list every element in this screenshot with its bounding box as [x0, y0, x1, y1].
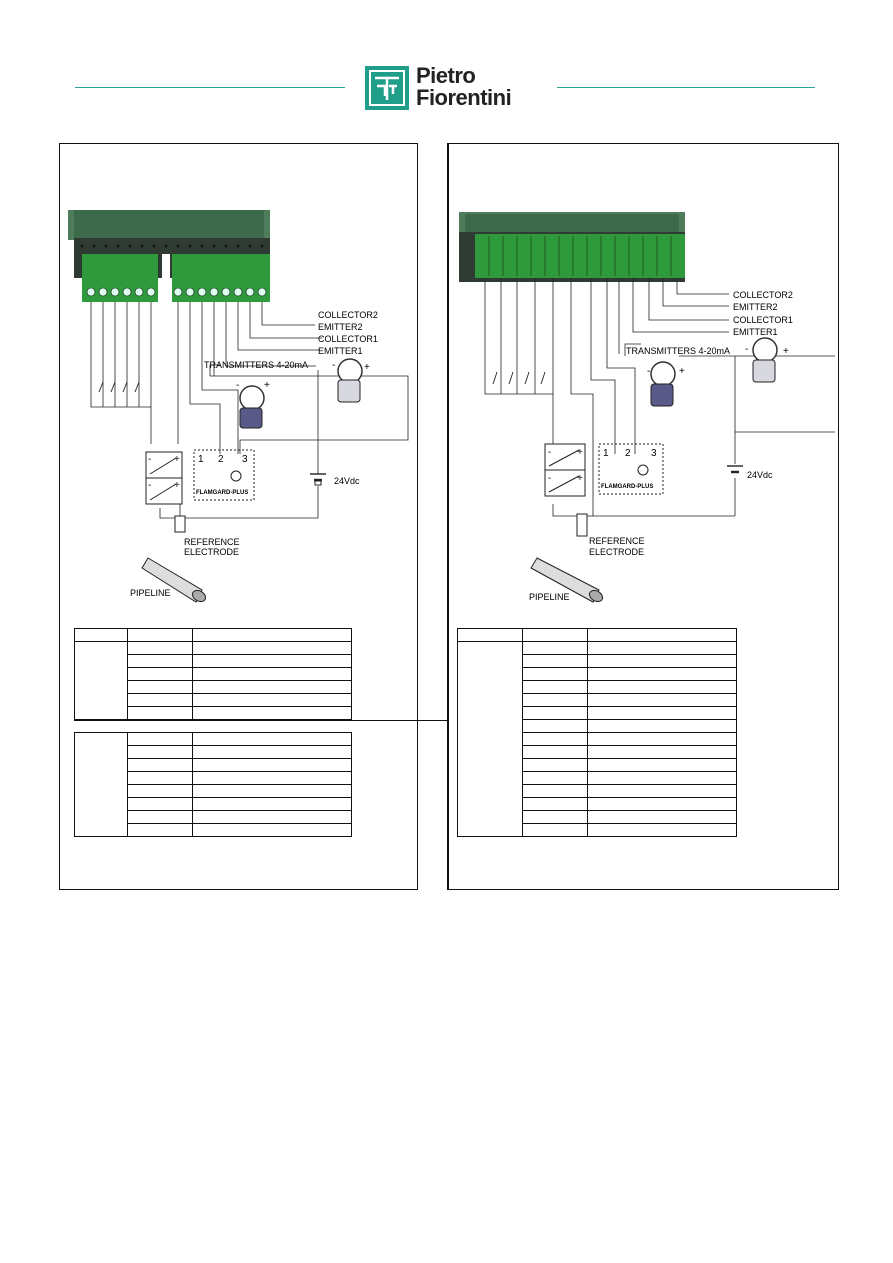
svg-text:2: 2: [218, 454, 224, 465]
table-row: [458, 667, 737, 681]
table-row: [457, 628, 737, 642]
svg-text:-: -: [332, 360, 335, 371]
svg-text:REFERENCE: REFERENCE: [589, 536, 645, 546]
right-wiring-table: [457, 628, 737, 837]
flamgard-module-box: [193, 449, 255, 501]
table-row: [74, 628, 352, 642]
pipeline-icon: [530, 557, 604, 603]
svg-text:-: -: [647, 366, 650, 377]
svg-text:EMITTER2: EMITTER2: [733, 302, 778, 312]
logo-mark-icon: [365, 66, 409, 110]
table-separator-line: [74, 720, 460, 721]
svg-text:-: -: [548, 447, 551, 458]
reference-electrode-icon: [174, 515, 186, 533]
terminal-block: [475, 234, 685, 278]
header-rule-right: [557, 87, 815, 88]
label-emitter1: EMITTER1: [318, 346, 363, 356]
transmitter-1-icon: - +: [647, 361, 685, 407]
battery-24vdc-icon: [727, 465, 743, 474]
table-row: [457, 641, 737, 837]
table-row: [74, 732, 352, 837]
svg-text:1: 1: [198, 454, 204, 465]
table-row: [75, 693, 352, 707]
svg-text:+: +: [783, 346, 789, 357]
logo-line-2: Fiorentini: [416, 85, 512, 110]
company-logo: Pietro Fiorentini: [365, 63, 535, 110]
polarization-cell-icon: - + - +: [145, 451, 183, 505]
logo-wordmark: Pietro Fiorentini: [416, 63, 512, 110]
svg-text:+: +: [679, 366, 685, 377]
svg-text:+: +: [264, 380, 270, 391]
svg-text:1: 1: [603, 448, 609, 459]
table-row: [458, 719, 737, 733]
label-emitter2: EMITTER2: [318, 322, 363, 332]
svg-text:-: -: [148, 480, 151, 491]
svg-text:+: +: [174, 454, 180, 465]
flamgard-module-box: [598, 443, 664, 495]
svg-text:24Vdc: 24Vdc: [747, 470, 773, 480]
svg-text:+: +: [364, 362, 370, 373]
table-row: [74, 641, 352, 720]
svg-text:-: -: [236, 380, 239, 391]
svg-text:3: 3: [651, 448, 657, 459]
svg-text:+: +: [577, 473, 583, 484]
svg-text:FLAMGARD-PLUS: FLAMGARD-PLUS: [601, 484, 653, 490]
transmitter-2-icon: - +: [332, 358, 370, 403]
label-collector2: COLLECTOR2: [318, 310, 378, 320]
svg-text:-: -: [548, 473, 551, 484]
logo-line-1: Pietro: [416, 63, 476, 88]
label-24vdc: 24Vdc: [334, 476, 360, 486]
left-wiring-table: [74, 628, 352, 837]
left-wiring-diagram: COLLECTOR2 EMITTER2 COLLECTOR1 EMITTER1 …: [68, 210, 409, 603]
label-transmitters: TRANSMITTERS 4-20mA: [204, 360, 308, 370]
table-row: [458, 823, 737, 837]
svg-text:-: -: [148, 454, 151, 465]
current-source-icon: [637, 464, 649, 476]
svg-text:-: -: [745, 344, 748, 355]
transmitter-2-icon: - +: [745, 337, 789, 383]
svg-text:+: +: [577, 447, 583, 458]
svg-text:COLLECTOR1: COLLECTOR1: [733, 315, 793, 325]
current-source-icon: [230, 470, 242, 482]
svg-text:3: 3: [242, 454, 248, 465]
svg-text:+: +: [174, 480, 180, 491]
table-row: [75, 706, 352, 720]
svg-text:ELECTRODE: ELECTRODE: [589, 547, 644, 557]
svg-text:EMITTER1: EMITTER1: [733, 327, 778, 337]
transmitter-1-icon: - +: [236, 380, 270, 429]
label-collector1: COLLECTOR1: [318, 334, 378, 344]
battery-24vdc-icon: [310, 473, 326, 486]
svg-text:PIPELINE: PIPELINE: [529, 592, 570, 602]
svg-text:2: 2: [625, 448, 631, 459]
terminal-block-right: [172, 254, 270, 302]
polarization-cell-icon: - + - +: [544, 443, 586, 497]
svg-text:COLLECTOR2: COLLECTOR2: [733, 290, 793, 300]
table-row: [74, 719, 352, 733]
pipeline-icon: [141, 557, 207, 603]
label-flamgard: FLAMGARD-PLUS: [196, 490, 248, 496]
table-row: [75, 823, 352, 837]
label-reference: REFERENCE: [184, 537, 240, 547]
reference-electrode-icon: [576, 513, 588, 537]
table-row: [75, 758, 352, 772]
header-rule-left: [75, 87, 345, 88]
label-pipeline: PIPELINE: [130, 588, 171, 598]
svg-text:TRANSMITTERS 4-20mA: TRANSMITTERS 4-20mA: [626, 346, 730, 356]
label-electrode: ELECTRODE: [184, 547, 239, 557]
right-wiring-diagram: COLLECTOR2 EMITTER2 COLLECTOR1 EMITTER1 …: [459, 212, 835, 603]
